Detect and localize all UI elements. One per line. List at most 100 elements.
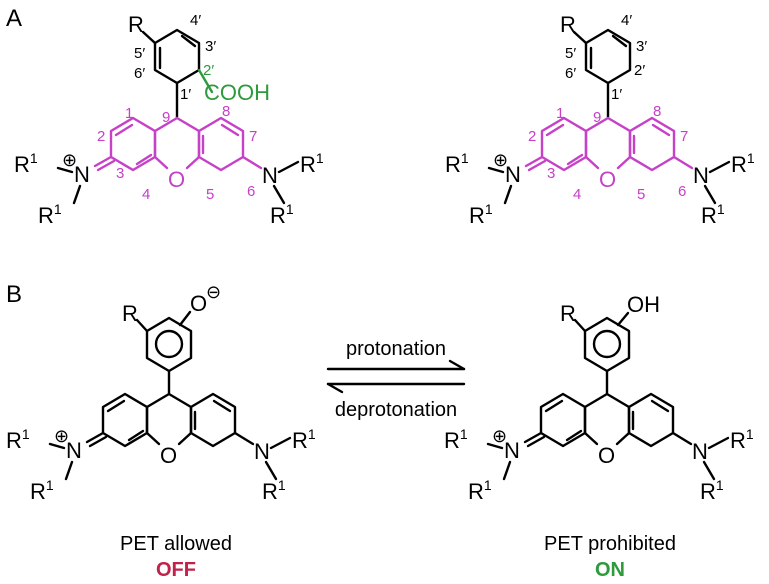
phenolate-ring-b-left [135, 310, 193, 396]
caption-pet-allowed: PET allowed [120, 533, 232, 555]
amine-group-b-left: N R1 R1 [254, 426, 316, 504]
caption-pet-prohibited: PET prohibited [544, 533, 676, 555]
amine-n: N [262, 163, 278, 188]
pos-1: 1 [125, 105, 133, 122]
r-substituent: R [560, 301, 576, 326]
r1-bottom: R1 [468, 477, 492, 504]
iminium-group-b-left: N ⊕ R1 R1 [6, 426, 82, 504]
pos-9: 9 [162, 109, 170, 126]
pos-1prime: 1′ [611, 86, 622, 103]
r-substituent: R [122, 301, 138, 326]
r1-bottom: R1 [469, 201, 493, 228]
iminium-n: N [66, 438, 82, 463]
pos-7: 7 [249, 128, 257, 145]
negative-charge: ⊖ [206, 282, 221, 302]
r1-top: R1 [14, 150, 38, 177]
reverse-arrow-head [326, 382, 344, 394]
deprotonation-label: deprotonation [335, 399, 457, 421]
amine-group-a-left: N R1 R1 [262, 150, 324, 228]
pos-6prime: 6′ [134, 65, 145, 82]
protonation-label: protonation [346, 338, 446, 360]
pos-4: 4 [573, 186, 581, 203]
r1-bottom: R1 [30, 477, 54, 504]
panel-label-a: A [6, 5, 22, 32]
pos-5prime: 5′ [134, 45, 145, 62]
state-on: ON [595, 559, 625, 581]
pendant-ring-a-right [572, 28, 632, 120]
pos-5: 5 [637, 186, 645, 203]
pendant-ring-a-left [141, 28, 201, 120]
iminium-n: N [74, 162, 90, 187]
positive-charge: ⊕ [492, 426, 507, 446]
pos-3prime: 3′ [636, 38, 647, 55]
state-off: OFF [156, 559, 196, 581]
pos-2prime: 2′ [203, 62, 214, 79]
iminium-group-a-left: N ⊕ R1 R1 [14, 150, 90, 228]
r1-right-top: R1 [300, 150, 324, 177]
structure-b-right: R OH O N ⊕ R1 R1 [444, 292, 754, 581]
pos-6: 6 [678, 183, 686, 200]
xanthene-core-b-left [85, 392, 255, 448]
cooh-label: COOH [204, 80, 270, 105]
pos-4prime: 4′ [621, 12, 632, 29]
carboxyl-bond-a-left [197, 68, 214, 94]
pos-8: 8 [222, 103, 230, 120]
pos-4prime: 4′ [190, 12, 201, 29]
iminium-group-a-right: N ⊕ R1 R1 [445, 150, 521, 228]
structure-a-left: R COOH O N ⊕ R1 R1 [14, 12, 324, 228]
r1-right-top: R1 [730, 426, 754, 453]
amine-group-b-right: N R1 R1 [692, 426, 754, 504]
pos-7: 7 [680, 128, 688, 145]
pos-4: 4 [142, 186, 150, 203]
positive-charge: ⊕ [62, 150, 77, 170]
amine-n: N [254, 439, 270, 464]
amine-n: N [693, 163, 709, 188]
amine-group-a-right: N R1 R1 [693, 150, 755, 228]
pos-1: 1 [556, 105, 564, 122]
pos-3: 3 [116, 165, 124, 182]
xanthene-oxygen: O [160, 443, 177, 468]
pos-3: 3 [547, 165, 555, 182]
r1-right-top: R1 [731, 150, 755, 177]
r1-top: R1 [6, 426, 30, 453]
xanthene-oxygen: O [598, 443, 615, 468]
positive-charge: ⊕ [54, 426, 69, 446]
xanthene-oxygen: O [599, 167, 616, 192]
r1-top: R1 [445, 150, 469, 177]
panel-label-b: B [6, 281, 22, 308]
iminium-group-b-right: N ⊕ R1 R1 [444, 426, 520, 504]
r1-bottom: R1 [38, 201, 62, 228]
r1-top: R1 [444, 426, 468, 453]
xanthene-oxygen: O [168, 167, 185, 192]
position-numbers-a-left: 4′ 5′ 6′ 3′ 2′ 1′ 1 2 3 4 5 6 7 8 9 [97, 12, 257, 203]
phenolate-oxygen: O [190, 291, 207, 316]
pos-2: 2 [97, 128, 105, 145]
pos-9: 9 [593, 109, 601, 126]
phenol-oh: OH [627, 292, 660, 317]
xanthene-core-b-right [523, 392, 693, 448]
r-substituent: R [128, 12, 144, 37]
equilibrium-arrows: protonation deprotonation [326, 338, 466, 421]
amine-n: N [692, 439, 708, 464]
pos-2: 2 [528, 128, 536, 145]
xanthene-core-a-right [524, 116, 694, 172]
pos-6prime: 6′ [565, 65, 576, 82]
r-substituent: R [560, 12, 576, 37]
phenol-ring-b-right [573, 311, 631, 396]
r1-right-bottom: R1 [262, 477, 286, 504]
r1-right-top: R1 [292, 426, 316, 453]
pos-5prime: 5′ [565, 45, 576, 62]
xanthene-core-a-left [93, 116, 263, 172]
pos-5: 5 [206, 186, 214, 203]
pos-2prime: 2′ [634, 62, 645, 79]
r1-right-bottom: R1 [270, 201, 294, 228]
positive-charge: ⊕ [493, 150, 508, 170]
iminium-n: N [505, 162, 521, 187]
r1-right-bottom: R1 [700, 477, 724, 504]
structure-a-right: R O N ⊕ R1 R1 N [445, 12, 755, 228]
iminium-n: N [504, 438, 520, 463]
forward-arrow-head [448, 359, 466, 371]
r1-right-bottom: R1 [701, 201, 725, 228]
